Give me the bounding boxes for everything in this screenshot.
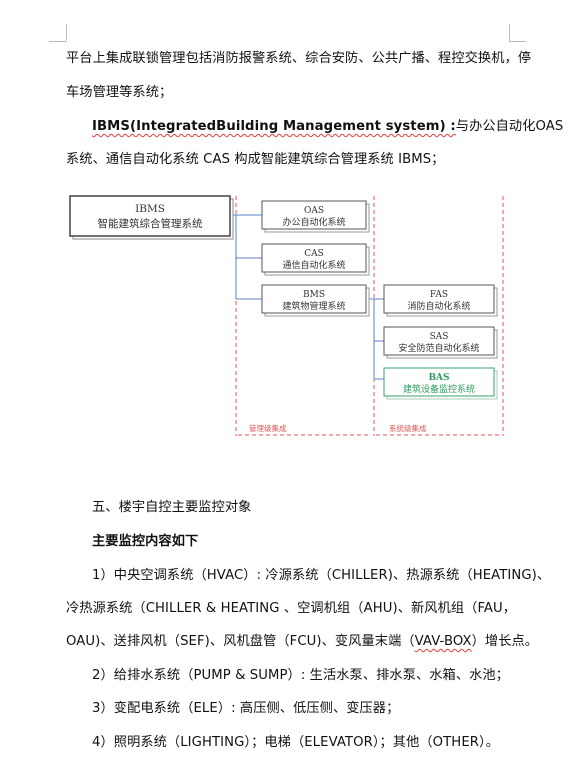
list-item-line: 2）给排水系统（PUMP & SUMP）: 生活水泵、排水泵、水箱、水池； <box>92 668 509 683</box>
cas-box: CAS 通信自动化系统 <box>261 243 370 276</box>
cas-code: CAS <box>304 249 324 259</box>
list-item-line: OAU)、送排风机（SEF)、风机盘管（FCU)、变风量末端（VAV-BOX）增… <box>66 632 538 652</box>
ibms-paragraph-line: IBMS(IntegratedBuilding Management syste… <box>92 117 563 137</box>
paragraph-line: 车场管理等系统； <box>66 85 173 100</box>
list-item-line: 1）中央空调系统（HVAC）: 冷源系统（CHILLER)、热源系统（HEATI… <box>92 568 551 583</box>
subheading: 主要监控内容如下 <box>92 534 199 549</box>
bms-box: BMS 建筑物管理系统 <box>261 284 370 317</box>
vav-box-term: VAV-BOX <box>414 634 472 649</box>
oas-name: 办公自动化系统 <box>282 216 345 228</box>
ibms-name: 智能建筑综合管理系统 <box>98 217 203 230</box>
oas-code: OAS <box>304 206 324 216</box>
list-item-line: 3）变配电系统（ELE）: 高压侧、低压侧、变压器； <box>92 701 400 716</box>
zone-label-system: 系统级集成 <box>389 423 427 433</box>
ibms-code: IBMS <box>135 203 165 215</box>
crop-mark-top-left-h <box>49 41 66 42</box>
list-item-line: 冷热源系统（CHILLER & HEATING 、空调机组（AHU)、新风机组（… <box>66 601 517 616</box>
sas-box: SAS 安全防范自动化系统 <box>383 326 498 359</box>
ibms-structure-diagram: IBMS 智能建筑综合管理系统 OAS 办公自动化系统 CAS 通信自动化系统 … <box>69 195 504 436</box>
fas-name: 消防自动化系统 <box>407 300 470 312</box>
crop-mark-top-right-h <box>509 41 526 42</box>
zone-label-management: 管理级集成 <box>249 423 287 433</box>
paragraph-line: 平台上集成联锁管理包括消防报警系统、综合安防、公共广播、程控交换机，停 <box>66 51 532 66</box>
bms-code: BMS <box>303 290 325 300</box>
bas-name: 建筑设备监控系统 <box>403 383 475 395</box>
bms-name: 建筑物管理系统 <box>282 300 345 312</box>
list-item-line: 4）照明系统（LIGHTING）；电梯（ELEVATOR）；其他（OTHER）。 <box>92 735 499 750</box>
ibms-definition-text: 与办公自动化OAS <box>455 119 564 134</box>
ibms-box: IBMS 智能建筑综合管理系统 <box>69 195 234 240</box>
oas-box: OAS 办公自动化系统 <box>261 200 370 233</box>
fas-box: FAS 消防自动化系统 <box>383 284 498 317</box>
section-heading: 五、楼宇自控主要监控对象 <box>92 500 252 515</box>
hvac-text-c: ）增长点。 <box>471 634 539 649</box>
ibms-bold-term: IBMS(IntegratedBuilding Management syste… <box>92 119 456 134</box>
bas-code: BAS <box>428 373 449 383</box>
ibms-paragraph-line: 系统、通信自动化系统 CAS 构成智能建筑综合管理系统 IBMS； <box>66 152 445 167</box>
hvac-text-a: OAU)、送排风机（SEF)、风机盘管（FCU)、变风量末端（ <box>66 634 415 649</box>
bas-box: BAS 建筑设备监控系统 <box>383 367 498 400</box>
crop-mark-top-right <box>509 24 510 41</box>
sas-code: SAS <box>430 332 449 342</box>
fas-code: FAS <box>430 290 448 300</box>
sas-name: 安全防范自动化系统 <box>398 342 479 354</box>
crop-mark-top-left <box>66 24 67 41</box>
cas-name: 通信自动化系统 <box>282 259 345 271</box>
